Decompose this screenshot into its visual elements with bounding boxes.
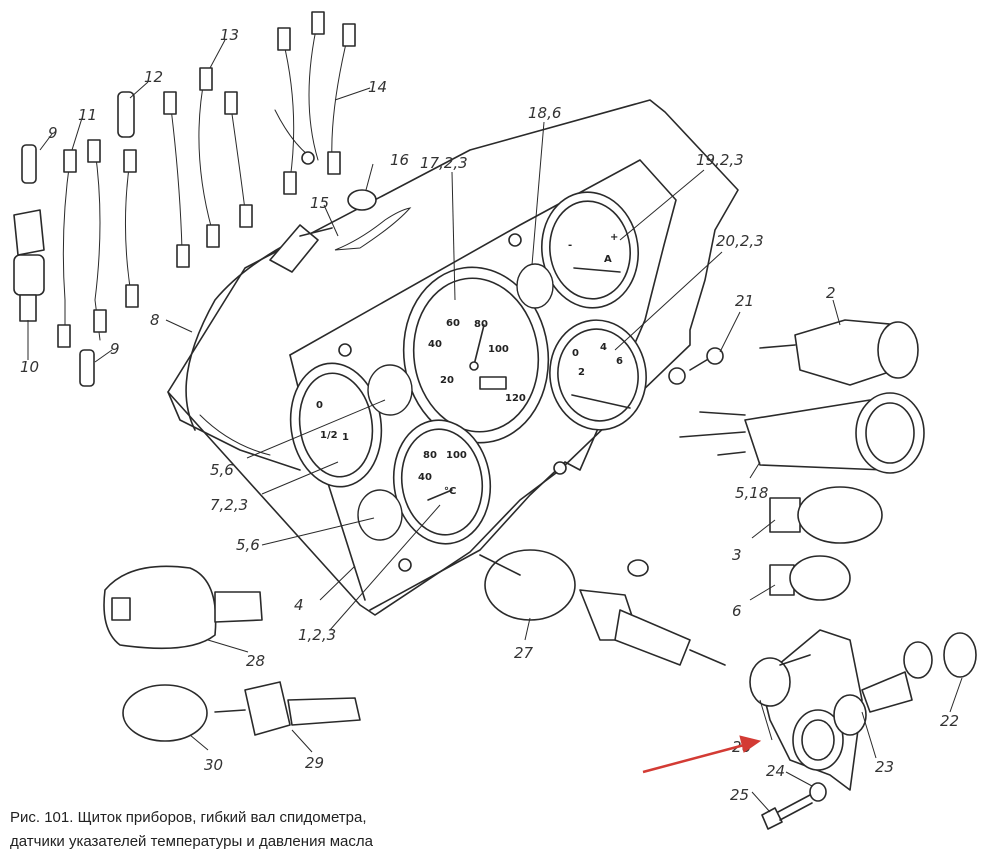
label-25: 25 [730,786,749,804]
label-13: 13 [220,26,239,44]
speedo-mark-20: 20 [440,375,454,386]
temp-mark-100: 100 [446,450,467,461]
switch-10-stem [19,294,37,322]
label-8: 8 [150,311,160,329]
label-7: 7,2,3 [210,496,248,514]
label-17: 17,2,3 [420,154,468,172]
bracket-15 [334,207,412,251]
sensor-29 [214,681,361,736]
label-27: 27 [514,644,534,662]
fuel-mark-half: 1/2 [320,430,338,441]
sleeve-9-bottom [79,349,95,387]
oil-mark-2: 2 [578,367,585,378]
oil-pressure-gauge: 0 2 4 6 [549,319,647,431]
label-2: 2 [826,284,836,302]
figure-caption: Рис. 101. Щиток приборов, гибкий вал спи… [10,806,430,854]
speedometer-cable [185,224,333,431]
sleeve-9-top [21,144,37,184]
label-6: 6 [732,602,742,620]
label-20: 20,2,3 [716,232,764,250]
label-5-6-upper: 5,6 [210,461,234,479]
screw-21 [668,347,724,385]
socket-2 [759,319,919,386]
amp-mark-minus: - [568,240,572,251]
wire-harness-13 [163,67,253,268]
fitting-26 [749,657,791,707]
temp-mark-80: 80 [423,450,437,461]
speedo-mark-100: 100 [488,344,509,355]
label-30: 30 [204,756,223,774]
label-9-lower: 9 [110,340,120,358]
label-14: 14 [368,78,387,96]
speedometer: 20 40 60 80 100 120 [402,266,550,444]
temperature-gauge: 40 80 100 °C [392,419,492,545]
label-3: 3 [732,546,742,564]
wire-harness-14 [274,11,356,195]
speedo-mark-60: 60 [446,318,460,329]
bulb-3 [769,486,883,544]
caption-line-2: датчики указателей температуры и давлени… [10,833,373,850]
temp-mark-40: 40 [418,472,432,483]
label-4: 4 [294,596,304,614]
label-21: 21 [735,292,754,310]
washer-24 [809,782,827,802]
sleeve-12 [117,91,135,138]
oil-mark-0: 0 [572,348,579,359]
amp-mark-plus: + [610,232,618,243]
small-parts-left [13,91,412,387]
drive-housing-23 [749,629,933,791]
label-5-18: 5,18 [735,484,768,502]
label-24: 24 [766,762,785,780]
label-22: 22 [940,712,959,730]
label-18: 18,6 [528,104,561,122]
lamp-lens-lower [357,489,403,541]
bulb-6 [769,555,851,601]
speedo-mark-80: 80 [474,319,488,330]
label-15: 15 [310,194,329,212]
fuel-mark-0: 0 [316,400,323,411]
fuel-gauge: 0 1/2 1 [289,362,383,488]
sensor-28 [103,565,263,650]
label-19: 19,2,3 [696,151,744,169]
label-11: 11 [78,106,97,124]
speedo-mark-120: 120 [505,393,526,404]
caption-line-1: Рис. 101. Щиток приборов, гибкий вал спи… [10,809,367,826]
lamp-socket-5-18 [679,392,925,474]
amp-mark-a: A [604,254,612,265]
label-9-upper: 9 [48,124,58,142]
screw-25 [761,794,813,830]
callout-labels: 2 3 4 5,6 5,6 5,18 6 7,2,3 8 9 9 10 11 1… [20,26,959,804]
warning-lamp-lenses [357,263,554,541]
panel-screws [338,233,567,572]
label-5-6-lower: 5,6 [236,536,260,554]
ring-22 [943,632,977,678]
oil-mark-4: 4 [600,342,607,353]
fuel-mark-1: 1 [342,432,349,443]
label-16: 16 [390,151,409,169]
leader-lines [27,39,963,813]
speedo-mark-40: 40 [428,339,442,350]
label-12: 12 [144,68,163,86]
switch-10-head [13,209,45,256]
lamp-lens-top [516,263,554,309]
cable-end-27 [479,549,726,666]
cap-16 [347,189,377,211]
label-29: 29 [305,754,324,772]
label-10: 10 [20,358,39,376]
switch-10-body [13,254,45,296]
odometer-window [479,376,507,390]
label-23: 23 [875,758,894,776]
label-1: 1,2,3 [298,626,336,644]
cap-30 [122,684,208,742]
speedo-needle [473,324,485,366]
wire-harness-11 [57,139,139,348]
ammeter: - A + [540,191,640,309]
lamp-lens-upper [367,364,413,416]
oil-mark-6: 6 [616,356,623,367]
label-28: 28 [246,652,265,670]
red-arrow-icon [642,735,762,774]
